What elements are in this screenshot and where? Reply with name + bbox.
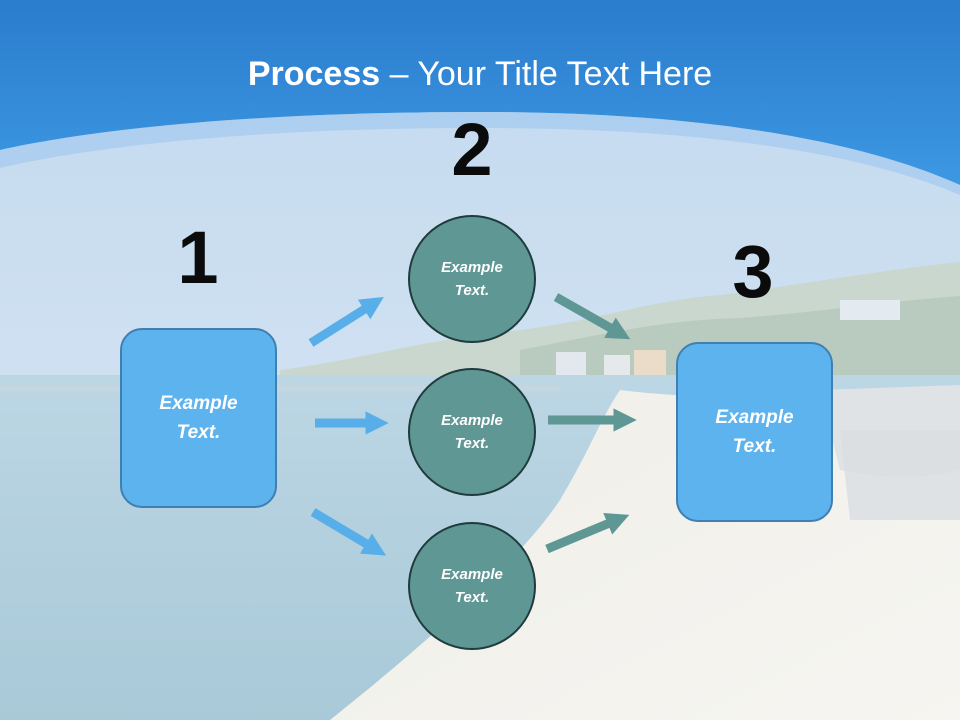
title-rest: – Your Title Text Here	[380, 55, 713, 93]
slide-title: Process – Your Title Text Here	[0, 52, 960, 96]
step-number-3: 3	[732, 230, 774, 313]
title-bold: Process	[247, 55, 381, 93]
step-2-circle-bottom: Example Text.	[408, 522, 536, 650]
step-2-circle-middle: Example Text.	[408, 368, 536, 496]
step-1-box: Example Text.	[120, 328, 277, 508]
step-2-circle-top: Example Text.	[408, 215, 536, 343]
step-number-1: 1	[177, 216, 219, 299]
step-3-box: Example Text.	[676, 342, 833, 522]
step-number-2: 2	[451, 108, 493, 191]
